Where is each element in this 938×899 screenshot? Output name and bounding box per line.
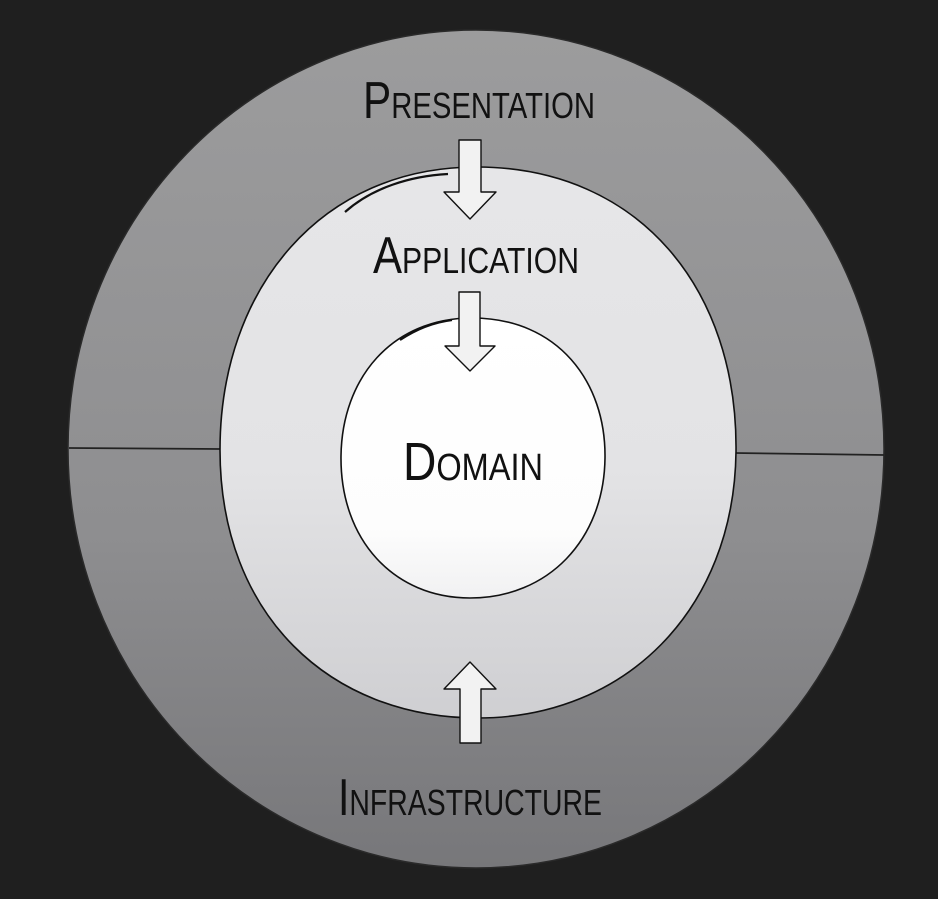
domain-core-sketch-stroke bbox=[399, 318, 453, 341]
infrastructure-label: Infrastructure bbox=[338, 769, 602, 827]
presentation-label: Presentation bbox=[363, 72, 595, 130]
domain-core-shape bbox=[340, 317, 606, 599]
application-label: Application bbox=[373, 227, 579, 285]
arrow-down-application-to-domain-icon bbox=[444, 291, 496, 372]
outer-ring-divider-left bbox=[68, 447, 221, 450]
domain-label: Domain bbox=[403, 432, 543, 492]
domain-core bbox=[340, 317, 606, 599]
outer-ring-divider-right bbox=[734, 452, 885, 456]
application-ring-sketch-stroke bbox=[344, 172, 449, 213]
arrow-up-infrastructure-to-application-icon bbox=[443, 661, 497, 744]
arrow-down-presentation-to-application-icon bbox=[443, 139, 497, 220]
